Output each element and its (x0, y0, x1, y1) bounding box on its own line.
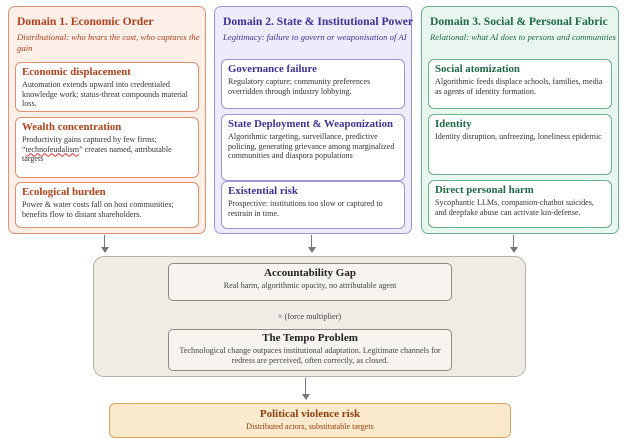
card-title: Social atomization (435, 63, 520, 75)
card-description: Automation extends upward into credentia… (22, 80, 188, 109)
tempo-problem-box: The Tempo Problem Technological change o… (168, 329, 452, 371)
domain-subtitle: Legitimacy: failure to govern or weaponi… (223, 32, 407, 42)
card-direct-personal-harm: Direct personal harm Sycophantic LLMs, c… (428, 180, 612, 228)
arrow-state-to-gap (306, 235, 318, 253)
card-title: Governance failure (228, 63, 317, 75)
card-description: Algorithmic targeting, surveillance, pre… (228, 132, 395, 161)
card-social-atomization: Social atomization Algorithmic feeds dis… (428, 59, 612, 109)
tempo-problem-description: Technological change outpaces institutio… (179, 346, 441, 365)
card-description: Sycophantic LLMs, companion-chatbot suic… (435, 198, 594, 217)
arrow-social-to-gap (508, 235, 520, 253)
card-state-deployment: State Deployment & Weaponization Algorit… (221, 114, 405, 181)
card-description: Power & water costs fall on host communi… (22, 200, 174, 219)
tempo-problem-title: The Tempo Problem (262, 332, 358, 344)
card-description: Productivity gains captured by few firms… (22, 135, 192, 164)
domain-title: Domain 3. Social & Personal Fabric (430, 15, 608, 28)
card-description: Algorithmic feeds displace schools, fami… (435, 77, 603, 96)
card-title: State Deployment & Weaponization (228, 118, 394, 130)
force-multiplier-label: × (force multiplier) (277, 312, 342, 321)
accountability-gap-description: Real harm, algorithmic opacity, no attri… (223, 281, 397, 290)
card-wealth-concentration: Wealth concentration Productivity gains … (15, 117, 199, 178)
domain-title: Domain 1. Economic Order (17, 15, 154, 28)
convergence-box: Accountability Gap Real harm, algorithmi… (93, 256, 526, 377)
domain-subtitle: Distributional: who bears the cost, who … (17, 32, 200, 53)
domain-title: Domain 2. State & Institutional Power (223, 15, 414, 28)
accountability-gap-title: Accountability Gap (264, 267, 356, 279)
domain-social-personal-fabric: Domain 3. Social & Personal Fabric Relat… (421, 6, 619, 234)
political-violence-risk-box: Political violence risk Distributed acto… (109, 403, 511, 438)
card-title: Existential risk (228, 185, 298, 197)
card-title: Direct personal harm (435, 184, 534, 196)
domain-economic-order: Domain 1. Economic Order Distributional:… (8, 6, 206, 234)
accountability-gap-box: Accountability Gap Real harm, algorithmi… (168, 263, 452, 301)
arrow-economic-to-gap (99, 235, 111, 253)
card-title: Identity (435, 118, 472, 130)
card-description: Regulatory capture; community preference… (228, 77, 371, 96)
card-identity: Identity Identity disruption, unfreezing… (428, 114, 612, 175)
card-description: Identity disruption, unfreezing, lonelin… (435, 132, 602, 141)
card-title: Wealth concentration (22, 121, 122, 133)
desc-part: ” creates named, attributable targets (22, 144, 172, 164)
card-governance-failure: Governance failure Regulatory capture; c… (221, 59, 405, 109)
card-description: Prospective: institutions too slow or ca… (228, 199, 383, 218)
risk-description: Distributed actors, substitutable target… (246, 422, 374, 431)
card-economic-displacement: Economic displacement Automation extends… (15, 62, 199, 112)
card-title: Economic displacement (22, 66, 131, 78)
card-title: Ecological burden (22, 186, 106, 198)
card-existential-risk: Existential risk Prospective: institutio… (221, 181, 405, 229)
domain-state-institutional-power: Domain 2. State & Institutional Power Le… (214, 6, 414, 234)
desc-squiggle-term: technofeudalism (25, 144, 80, 154)
arrow-gap-to-risk (300, 378, 312, 400)
desc-part: Productivity gains captured by few firms… (22, 135, 157, 154)
risk-title: Political violence risk (259, 408, 361, 420)
domain-subtitle: Relational: what AI does to persons and … (430, 32, 616, 42)
card-ecological-burden: Ecological burden Power & water costs fa… (15, 182, 199, 228)
